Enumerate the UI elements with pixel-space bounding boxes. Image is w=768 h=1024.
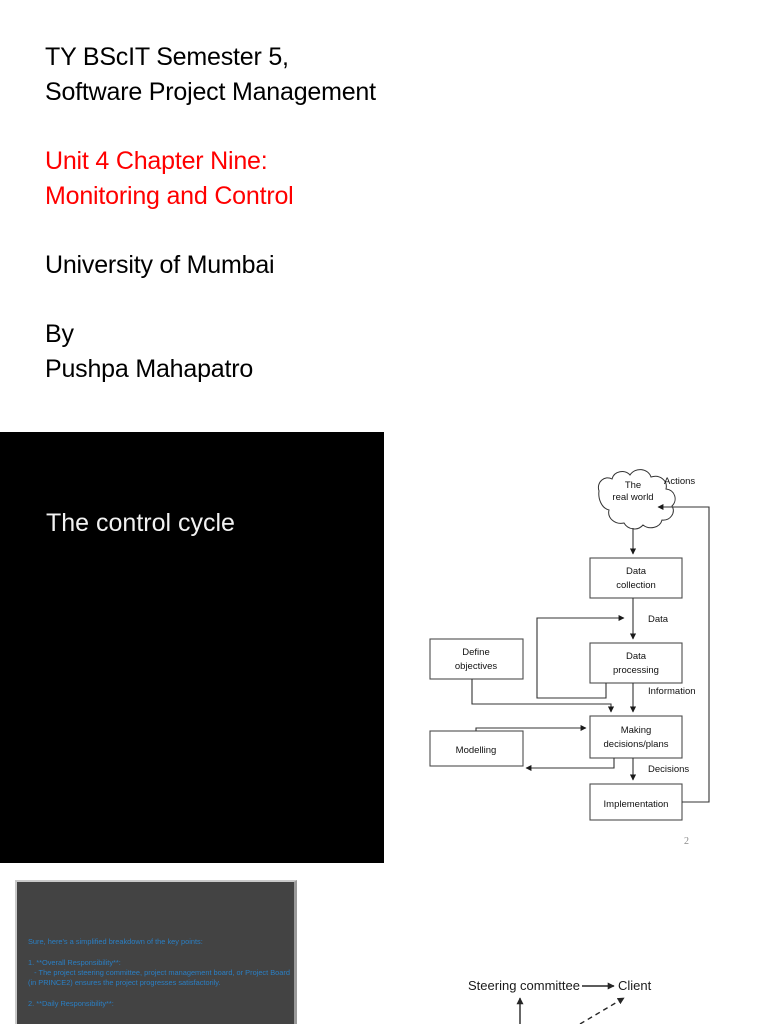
label-data-collection-line1: Data — [626, 566, 647, 577]
label-real-world-line2: real world — [612, 492, 653, 503]
title-line-subject: Software Project Management — [45, 78, 376, 106]
label-client: Client — [618, 978, 652, 993]
title-line-author: Pushpa Mahapatro — [45, 355, 254, 383]
title-line-topic: Monitoring and Control — [45, 182, 294, 210]
black-panel-heading: The control cycle — [46, 509, 235, 537]
cloud-shape — [597, 469, 676, 530]
box-implementation — [589, 783, 683, 821]
edge-modelling-to-decisions-v2 — [475, 724, 587, 732]
label-making-decisions-line2: decisions/plans — [604, 739, 669, 750]
edge-decisions-to-modelling — [525, 758, 615, 772]
slide-page-number: 2 — [684, 836, 689, 847]
label-edge-decisions: Decisions — [648, 764, 689, 775]
title-line-course: TY BScIT Semester 5, — [45, 43, 289, 71]
title-spacer-2 — [45, 214, 545, 248]
label-data-collection-line2: collection — [616, 580, 656, 591]
edge-dashed-to-client — [579, 997, 625, 1024]
label-define-objectives-line1: Define — [462, 647, 489, 658]
title-spacer-3 — [45, 283, 545, 317]
label-edge-data: Data — [648, 614, 669, 625]
label-making-decisions-line1: Making — [621, 725, 652, 736]
label-data-processing-line1: Data — [626, 651, 647, 662]
label-implementation: Implementation — [604, 799, 669, 810]
title-line-university: University of Mumbai — [45, 251, 275, 279]
box-making-decisions — [589, 715, 683, 759]
edge-objectives-to-decisions — [471, 679, 615, 713]
label-edge-information: Information — [648, 686, 696, 697]
label-data-processing-line2: processing — [613, 665, 659, 676]
label-modelling: Modelling — [456, 745, 497, 756]
box-data-processing — [589, 642, 683, 684]
steering-committee-diagram-fragment: Steering committee Client — [440, 968, 740, 1024]
box-define-objectives — [429, 638, 524, 680]
label-steering-committee: Steering committee — [468, 978, 580, 993]
edge-processing-feedback — [536, 614, 625, 699]
control-cycle-diagram: The real world Data collection Data proc… — [424, 466, 724, 826]
label-real-world-line1: The — [625, 480, 641, 491]
black-slide-panel: The control cycle — [0, 432, 384, 863]
title-line-by: By — [45, 320, 74, 348]
box-modelling — [429, 730, 524, 767]
assistant-response-text: Sure, here's a simplified breakdown of t… — [28, 937, 290, 1008]
box-data-collection — [589, 557, 683, 599]
assistant-response-panel: Sure, here's a simplified breakdown of t… — [15, 880, 297, 1024]
label-define-objectives-line2: objectives — [455, 661, 497, 672]
title-spacer-1 — [45, 110, 545, 144]
steering-committee-svg: Steering committee Client — [468, 978, 652, 1024]
edge-implementation-to-realworld — [657, 503, 710, 803]
slide-title-block: TY BScIT Semester 5, Software Project Ma… — [45, 40, 545, 387]
label-edge-actions: Actions — [664, 476, 695, 487]
title-line-unit: Unit 4 Chapter Nine: — [45, 147, 268, 175]
control-cycle-svg: The real world Data collection Data proc… — [429, 469, 710, 821]
